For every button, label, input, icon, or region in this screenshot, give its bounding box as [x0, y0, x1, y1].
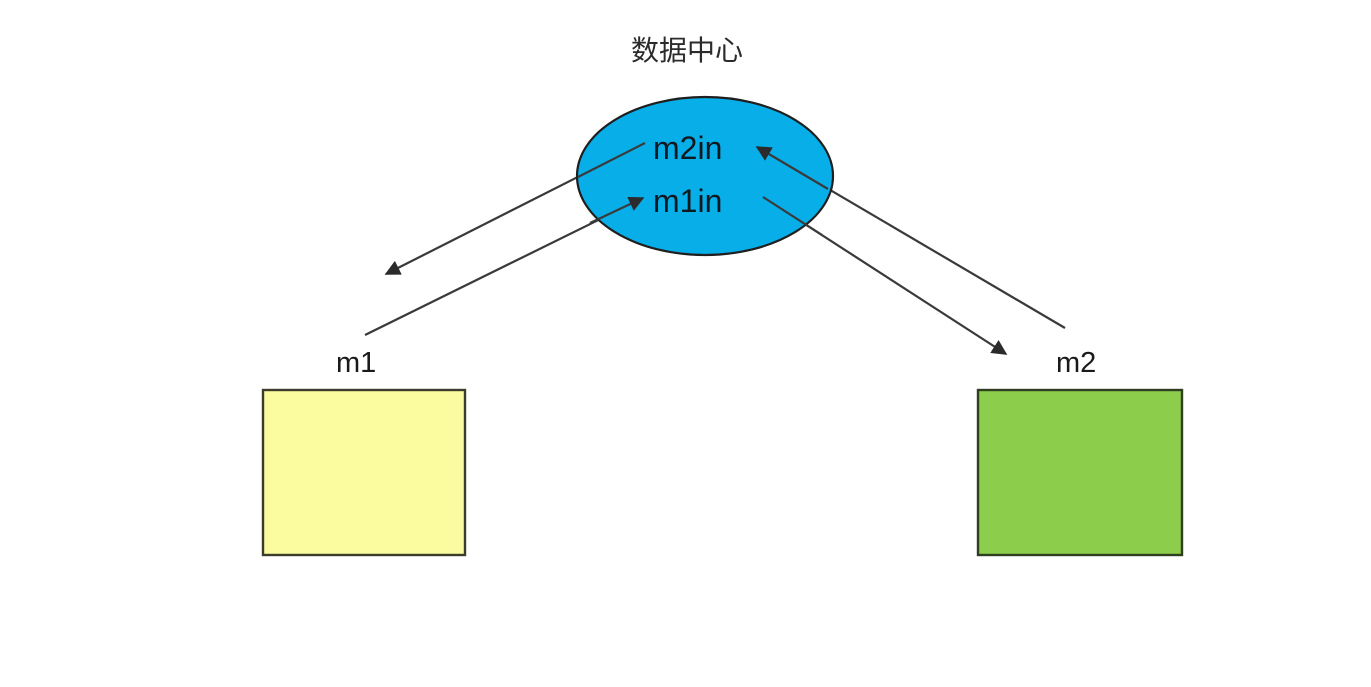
- node-m2[interactable]: [976, 388, 1184, 557]
- edge-m2-to-m2in-overlay: [755, 146, 829, 190]
- port-label-m2in: m2in: [653, 130, 722, 166]
- node-m1[interactable]: [261, 388, 467, 557]
- edge-m1-to-m1in-overlay: [589, 196, 645, 224]
- port-label-m1in: m1in: [653, 183, 722, 219]
- node-label-datacenter: 数据中心: [631, 34, 743, 67]
- edge-datacenter-to-m2-overlay: [762, 196, 823, 236]
- node-label-m1: m1: [336, 347, 376, 379]
- node-label-m2: m2: [1056, 347, 1096, 379]
- node-datacenter[interactable]: [575, 95, 835, 257]
- edge-datacenter-to-m1-overlay: [577, 142, 646, 178]
